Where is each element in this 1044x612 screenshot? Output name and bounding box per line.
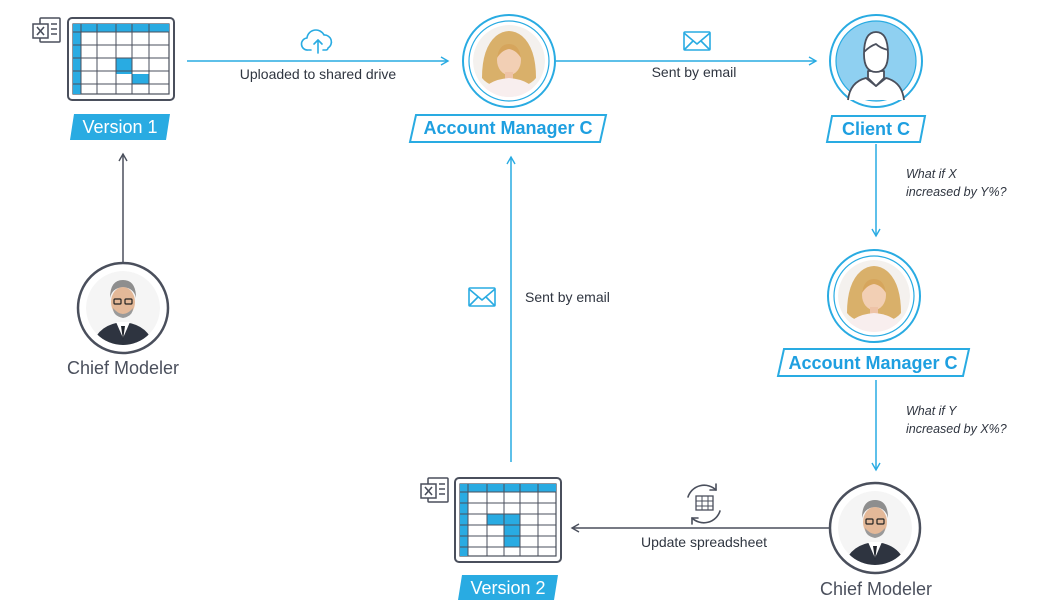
account-manager-top-label: Account Manager C (423, 118, 592, 138)
client-badge (825, 115, 927, 143)
account-manager-top-node: Account Manager C (408, 14, 608, 143)
account-manager-top-badge (408, 114, 608, 143)
refresh-spreadsheet-icon (687, 483, 721, 525)
edge-email-to-client-label: Sent by email (652, 64, 737, 80)
version1-badge (70, 114, 170, 140)
envelope-icon (468, 287, 496, 307)
account-manager-mid-node: Account Manager C (776, 249, 971, 377)
account-manager-mid-badge (776, 348, 971, 377)
chief-modeler-bottom-node: Chief Modeler (820, 481, 932, 599)
person-icon (847, 31, 905, 101)
am-question-line2: increased by X%? (906, 422, 1007, 436)
excel-file-icon (420, 477, 449, 503)
edge-update-label: Update spreadsheet (641, 534, 767, 550)
connectors (118, 56, 881, 533)
man-avatar (86, 271, 160, 345)
version1-label: Version 1 (82, 117, 157, 137)
spreadsheet-grid-icon (454, 477, 562, 563)
client-question-line2: increased by Y%? (906, 185, 1007, 199)
version1-node: Version 1 (32, 17, 175, 140)
version2-label: Version 2 (470, 578, 545, 598)
excel-file-icon (32, 17, 61, 43)
client-label: Client C (842, 119, 910, 139)
man-avatar (838, 491, 912, 565)
woman-avatar (838, 260, 910, 332)
client-question-line1: What if X (906, 167, 957, 181)
version2-node: Version 2 (420, 477, 562, 600)
am-question-line1: What if Y (906, 404, 958, 418)
version2-badge (458, 575, 558, 600)
envelope-icon (683, 31, 711, 51)
chief-modeler-bottom-label: Chief Modeler (820, 579, 932, 599)
spreadsheet-grid-icon (67, 17, 175, 101)
chief-modeler-top-label: Chief Modeler (67, 358, 179, 378)
cloud-upload-icon (300, 29, 333, 54)
edge-email-back-label: Sent by email (525, 289, 610, 305)
edge-upload-label: Uploaded to shared drive (240, 66, 397, 82)
account-manager-mid-label: Account Manager C (788, 353, 957, 373)
client-node: Client C (825, 14, 927, 143)
chief-modeler-top-node: Chief Modeler (67, 261, 179, 378)
